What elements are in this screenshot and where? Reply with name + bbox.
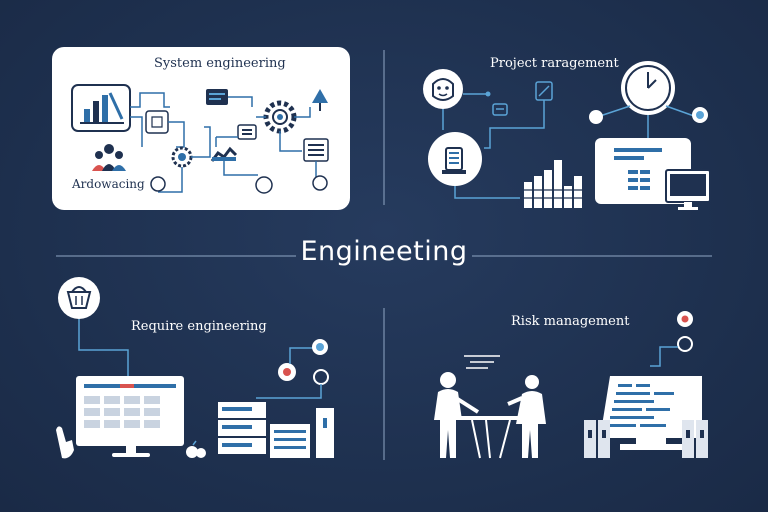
system-engineering-subtitle: Ardowacing [72, 177, 145, 191]
server-icon [584, 420, 708, 458]
robot-head-icon [423, 69, 463, 109]
bar-chart-icon [71, 84, 131, 132]
bar-chart-icon [210, 146, 238, 162]
monitor-icon [76, 376, 184, 457]
touch-hand-icon [56, 426, 74, 459]
team-icon [92, 144, 126, 171]
server-icon [218, 402, 334, 458]
basket-icon [58, 277, 100, 319]
system-engineering-panel: System engineering Ardowacing [52, 47, 350, 210]
upload-arrow-icon [312, 89, 328, 111]
main-title: Engineeting [300, 236, 468, 267]
requirements-engineering-title: Requirе engineering [131, 319, 267, 334]
system-engineering-title: System engineering [154, 56, 286, 71]
server-icon [428, 132, 482, 186]
alert-badge-icon [278, 363, 296, 381]
alert-badge-icon [677, 311, 693, 327]
apple-icon [186, 440, 206, 458]
dashboard-board-icon [600, 376, 702, 450]
system-engineering-diagram [71, 84, 329, 194]
bar-chart-icon [524, 160, 582, 208]
people-at-table-icon [434, 372, 546, 459]
document-icon [535, 81, 553, 101]
document-icon [206, 89, 228, 105]
monitor-icon [665, 169, 711, 210]
clock-icon [621, 61, 675, 115]
risk-management-title: Risk management [511, 314, 630, 329]
project-management-title: Project raragement [490, 56, 619, 71]
